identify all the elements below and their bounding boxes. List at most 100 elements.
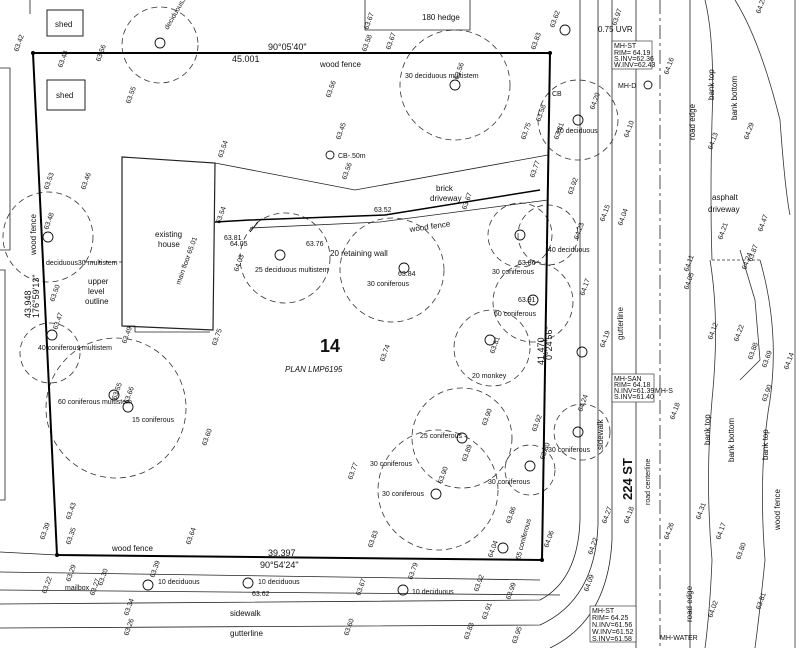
svg-text:63.83: 63.83 <box>530 32 543 51</box>
canopy <box>45 337 187 479</box>
svg-text:64.21: 64.21 <box>717 222 730 241</box>
svg-text:65 coniferous: 65 coniferous <box>515 518 533 561</box>
svg-text:64.26: 64.26 <box>663 522 676 541</box>
svg-text:40 deciduous: 40 deciduous <box>556 128 598 135</box>
svg-text:40 deciduous: 40 deciduous <box>548 247 590 254</box>
svg-text:64.17: 64.17 <box>715 522 728 541</box>
svg-text:63.58: 63.58 <box>535 104 548 123</box>
svg-text:63.95: 63.95 <box>511 626 524 645</box>
svg-text:63.84: 63.84 <box>398 271 416 278</box>
east-bearing: 0°24'56" <box>544 326 554 360</box>
svg-text:63.89: 63.89 <box>461 444 474 463</box>
svg-text:MH-ST: MH-ST <box>592 608 615 615</box>
svg-text:30 coniferous: 30 coniferous <box>382 491 425 498</box>
svg-text:63.97: 63.97 <box>611 8 624 27</box>
svg-text:63.90: 63.90 <box>437 466 450 485</box>
canopy <box>377 429 499 551</box>
road-edge-top-label: road edge <box>688 103 697 140</box>
uvr-label: 0.75 UVR <box>598 25 633 34</box>
svg-text:63.91: 63.91 <box>481 602 494 621</box>
svg-text:63.46: 63.46 <box>80 172 93 191</box>
svg-text:63.92: 63.92 <box>473 574 486 593</box>
svg-text:N.INV=61.39: N.INV=61.39 <box>614 388 654 395</box>
sidewalk-south-label: sidewalk <box>230 609 262 618</box>
svg-text:63.92: 63.92 <box>567 177 580 196</box>
svg-text:63.43: 63.43 <box>65 502 78 521</box>
upper-level-label-3: outline <box>85 297 109 306</box>
svg-text:60 coniferous: 60 coniferous <box>494 311 537 318</box>
west-fence-label: wood fence <box>29 214 38 256</box>
svg-text:S.INV=61.58: S.INV=61.58 <box>592 636 632 643</box>
svg-text:63.42: 63.42 <box>13 34 26 53</box>
svg-text:63.77: 63.77 <box>347 462 360 481</box>
north-distance: 45.001 <box>232 54 260 64</box>
svg-text:S.INV=62.36: S.INV=62.36 <box>614 56 654 63</box>
svg-text:63.60: 63.60 <box>343 618 356 637</box>
svg-text:63.86: 63.86 <box>518 260 536 267</box>
svg-text:30 coniferous: 30 coniferous <box>370 461 413 468</box>
svg-text:63.69: 63.69 <box>761 350 774 369</box>
svg-text:S.INV=61.40: S.INV=61.40 <box>614 394 654 401</box>
svg-text:63.75: 63.75 <box>520 122 533 141</box>
svg-text:63.83: 63.83 <box>367 530 380 549</box>
west-bearing: 176°59'13" <box>31 274 41 318</box>
street-name: 224 ST <box>620 458 635 500</box>
upper-level-label-1: upper <box>88 277 109 286</box>
svg-text:63.91: 63.91 <box>518 297 536 304</box>
tree-canopies <box>2 6 619 551</box>
svg-text:63.49: 63.49 <box>121 326 134 345</box>
cb-label: CB <box>552 91 562 98</box>
svg-text:64.19: 64.19 <box>599 330 612 349</box>
north-fence-label: wood fence <box>319 60 361 69</box>
svg-text:63.56: 63.56 <box>325 80 338 99</box>
svg-text:63.64: 63.64 <box>185 527 198 546</box>
svg-text:63.22: 63.22 <box>41 576 54 595</box>
canopy <box>504 444 556 496</box>
tree-symbols <box>42 37 588 596</box>
sidewalk-east-label: sidewalk <box>596 418 605 450</box>
svg-text:64.22: 64.22 <box>733 324 746 343</box>
mh-water-label: MH-WATER <box>660 635 698 642</box>
svg-text:64.22: 64.22 <box>587 537 600 556</box>
canopy <box>411 387 513 489</box>
svg-text:63.47: 63.47 <box>52 312 65 331</box>
shed-1-outline <box>46 9 84 37</box>
svg-text:40 coniferous multistem: 40 coniferous multistem <box>38 345 112 352</box>
bank-top-label-3: bank top <box>761 429 770 460</box>
svg-text:N.INV=61.56: N.INV=61.56 <box>592 622 632 629</box>
svg-text:64.16: 64.16 <box>663 57 676 76</box>
south-distance: 39.397 <box>268 548 296 558</box>
svg-text:63.39: 63.39 <box>149 560 162 579</box>
svg-text:64.05: 64.05 <box>230 241 248 248</box>
svg-text:64.10: 64.10 <box>623 120 636 139</box>
svg-text:30 deciduous multistem: 30 deciduous multistem <box>405 73 479 80</box>
svg-text:63.80: 63.80 <box>735 542 748 561</box>
canopy <box>339 217 445 323</box>
svg-text:63.90: 63.90 <box>481 408 494 427</box>
fence-posts <box>31 51 552 562</box>
svg-text:10 deciduous: 10 deciduous <box>158 579 200 586</box>
asphalt-driveway-label-2: driveway <box>708 205 740 214</box>
mh-san: MH-SAN RIM= 64.18 N.INV=61.39 S.INV=61.4… <box>611 373 654 403</box>
mh-st-bottom: MH-ST RIM= 64.25 N.INV=61.56 W.INV=61.52… <box>589 605 637 643</box>
shed-2-outline <box>46 79 86 111</box>
west-distance: 43.948 <box>23 290 33 318</box>
gutterline-south-label: gutterline <box>230 629 263 638</box>
svg-text:30 coniferous: 30 coniferous <box>488 479 531 486</box>
svg-text:63.67: 63.67 <box>355 578 368 597</box>
svg-text:63.67: 63.67 <box>385 32 398 51</box>
svg-text:64.18: 64.18 <box>669 402 682 421</box>
svg-text:64.13: 64.13 <box>707 132 720 151</box>
svg-text:63.81: 63.81 <box>224 235 242 242</box>
canopy <box>239 212 331 304</box>
canopy <box>453 309 531 387</box>
svg-text:63.52: 63.52 <box>374 207 392 214</box>
canopy <box>121 6 199 84</box>
svg-text:64.18: 64.18 <box>623 506 636 525</box>
retaining-wall <box>214 189 541 223</box>
shed-2-label: shed <box>56 91 73 100</box>
bank-lines <box>704 0 796 648</box>
svg-text:64.23: 64.23 <box>573 222 586 241</box>
upper-level-label-2: level <box>88 287 105 296</box>
